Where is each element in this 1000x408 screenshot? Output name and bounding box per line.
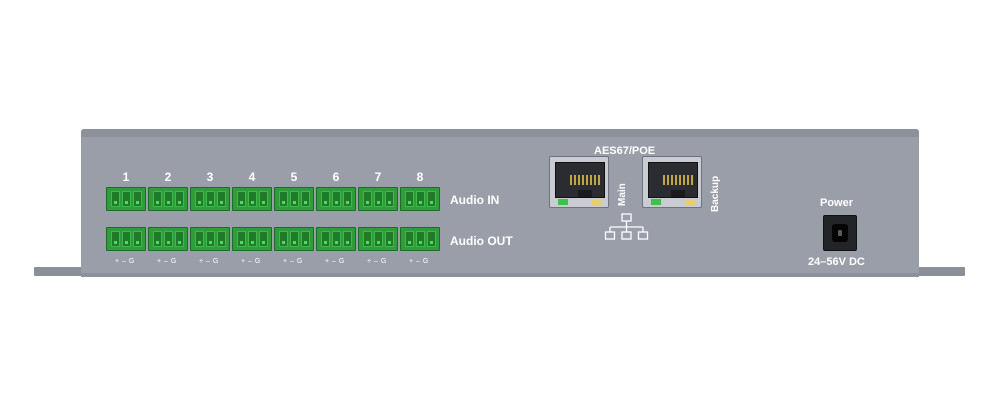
audio-out-terminal-2[interactable] — [148, 227, 188, 251]
channel-number-2: 2 — [164, 170, 172, 184]
mounting-flange-right — [917, 267, 965, 276]
audio-out-terminal-3[interactable] — [190, 227, 230, 251]
chassis-top-edge — [81, 129, 919, 137]
network-title: AES67/POE — [594, 145, 656, 157]
pin-label-6: + – G — [325, 258, 345, 265]
channel-number-1: 1 — [122, 170, 130, 184]
mounting-flange-left — [34, 267, 82, 276]
audio-out-terminal-4[interactable] — [232, 227, 272, 251]
channel-number-4: 4 — [248, 170, 256, 184]
audio-in-terminal-8[interactable] — [400, 187, 440, 211]
pin-label-4: + – G — [241, 258, 261, 265]
channel-number-5: 5 — [290, 170, 298, 184]
link-led-main — [558, 199, 568, 205]
pin-label-3: + – G — [199, 258, 219, 265]
rj45-port-backup[interactable] — [642, 156, 702, 208]
power-dc-jack[interactable] — [823, 215, 857, 251]
power-label: Power — [820, 197, 854, 209]
power-rating-label: 24–56V DC — [808, 256, 865, 268]
activity-led-main — [592, 199, 602, 205]
audio-in-terminal-3[interactable] — [190, 187, 230, 211]
audio-in-terminal-1[interactable] — [106, 187, 146, 211]
audio-out-label: Audio OUT — [450, 234, 513, 248]
port-label-backup: Backup — [710, 175, 721, 212]
audio-in-terminal-6[interactable] — [316, 187, 356, 211]
audio-in-terminal-7[interactable] — [358, 187, 398, 211]
device-rear-panel: 1 2 3 4 5 6 7 8 Audio IN Audio OUT + – G… — [81, 129, 919, 277]
network-topology-icon — [604, 213, 649, 240]
audio-out-terminal-7[interactable] — [358, 227, 398, 251]
rj45-port-main[interactable] — [549, 156, 609, 208]
pin-label-8: + – G — [409, 258, 429, 265]
pin-label-7: + – G — [367, 258, 387, 265]
channel-number-8: 8 — [416, 170, 424, 184]
audio-in-terminal-2[interactable] — [148, 187, 188, 211]
audio-in-terminal-5[interactable] — [274, 187, 314, 211]
link-led-backup — [651, 199, 661, 205]
channel-number-6: 6 — [332, 170, 340, 184]
channel-number-7: 7 — [374, 170, 382, 184]
pin-label-1: + – G — [115, 258, 135, 265]
audio-out-terminal-5[interactable] — [274, 227, 314, 251]
port-label-main: Main — [617, 183, 628, 206]
pin-label-2: + – G — [157, 258, 177, 265]
activity-led-backup — [685, 199, 695, 205]
chassis-bottom-edge — [81, 273, 919, 277]
pin-label-5: + – G — [283, 258, 303, 265]
audio-out-terminal-8[interactable] — [400, 227, 440, 251]
audio-out-terminal-1[interactable] — [106, 227, 146, 251]
audio-in-terminal-4[interactable] — [232, 187, 272, 211]
channel-number-3: 3 — [206, 170, 214, 184]
audio-in-label: Audio IN — [450, 193, 500, 207]
audio-out-terminal-6[interactable] — [316, 227, 356, 251]
